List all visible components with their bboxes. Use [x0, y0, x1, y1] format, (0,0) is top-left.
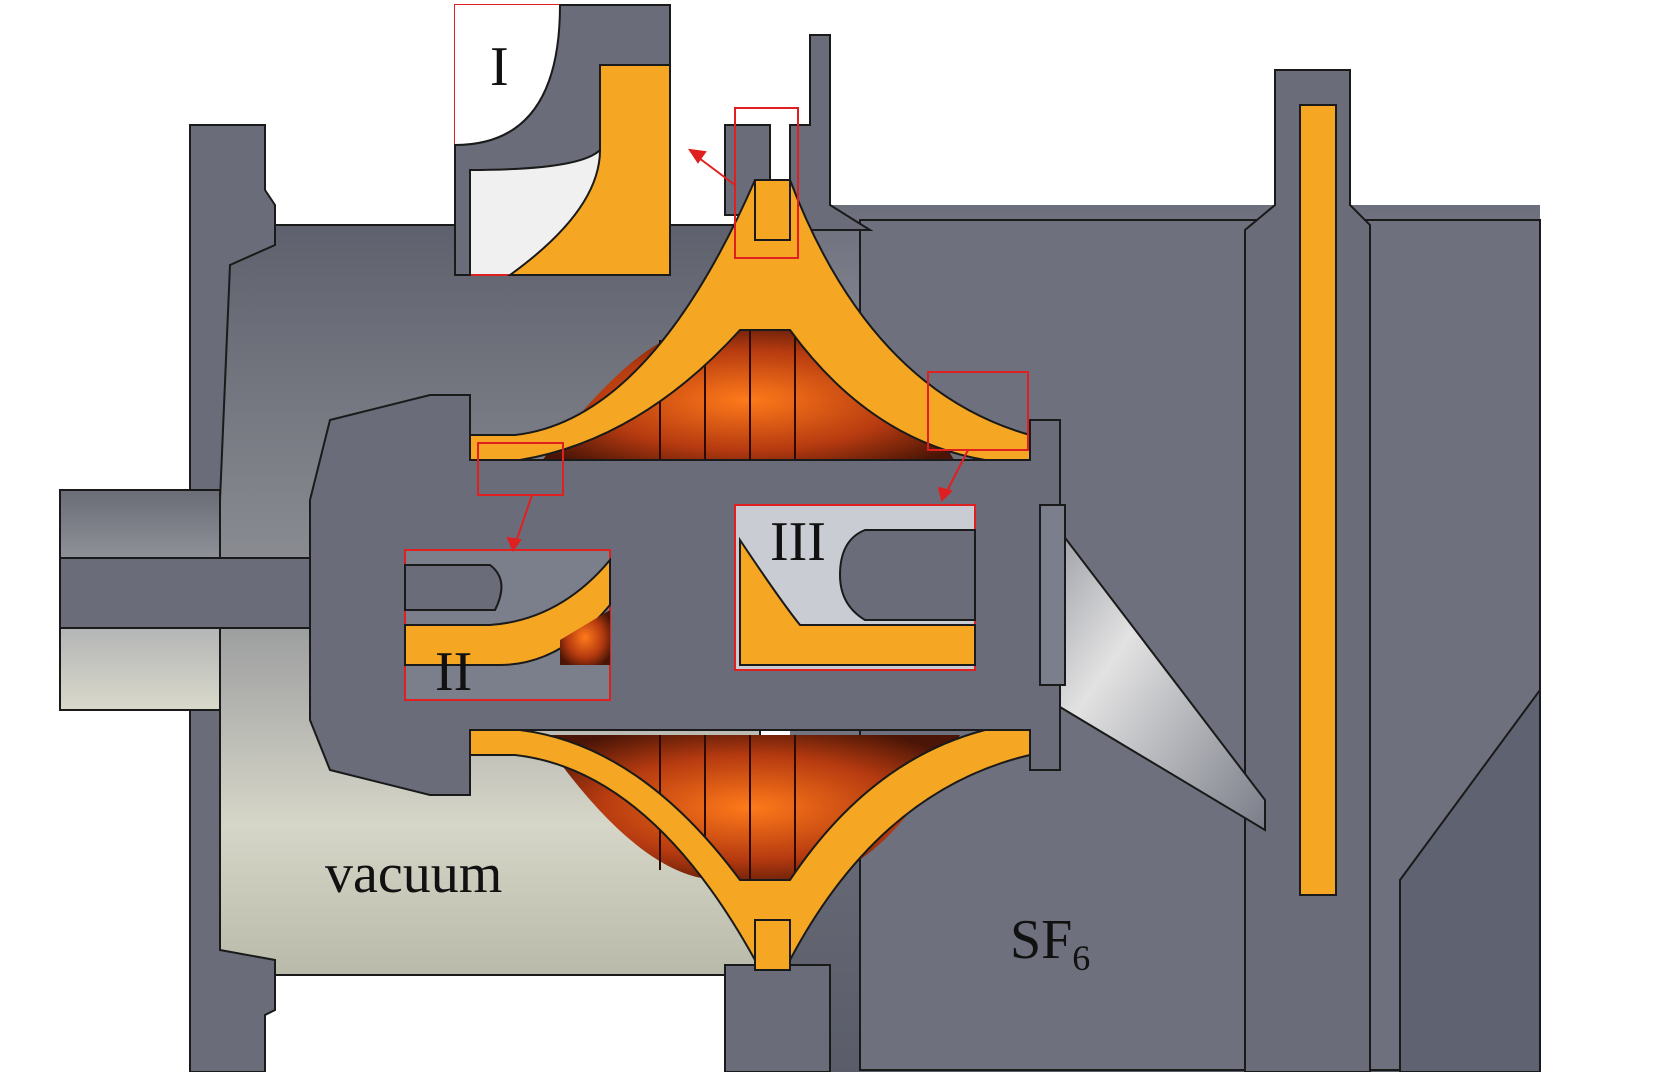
detail-label-3: III — [770, 511, 826, 573]
detail-inset-2: II — [404, 549, 611, 703]
pointer-arrows — [506, 148, 969, 553]
basin-insulator-lower — [424, 729, 1031, 961]
right-lower-housing — [1399, 686, 1541, 1072]
detail-inset-1: I — [454, 4, 671, 276]
detail-label-2: II — [435, 641, 472, 703]
bottom-flange — [724, 964, 831, 1072]
detail-label-1: I — [490, 36, 509, 98]
highlight-boxes — [477, 107, 1029, 496]
top-flange-right — [789, 34, 874, 231]
highlight-box-2 — [477, 442, 564, 496]
conductor-end-cap — [1039, 504, 1066, 686]
left-flange — [189, 124, 276, 1072]
right-insulator-plate — [1299, 104, 1337, 896]
basin-bottom-stem — [754, 919, 791, 971]
highlight-box-3 — [927, 371, 1029, 451]
sf6-label: SF6 — [1010, 909, 1090, 978]
basin-top-stem — [754, 179, 791, 241]
vacuum-label: vacuum — [325, 843, 502, 905]
basin-insulator — [424, 179, 1031, 461]
detail-inset-3: III — [734, 504, 976, 671]
operating-shaft — [59, 557, 331, 629]
highlight-box-1 — [734, 107, 799, 259]
sf6-subscript: 6 — [1072, 938, 1090, 978]
